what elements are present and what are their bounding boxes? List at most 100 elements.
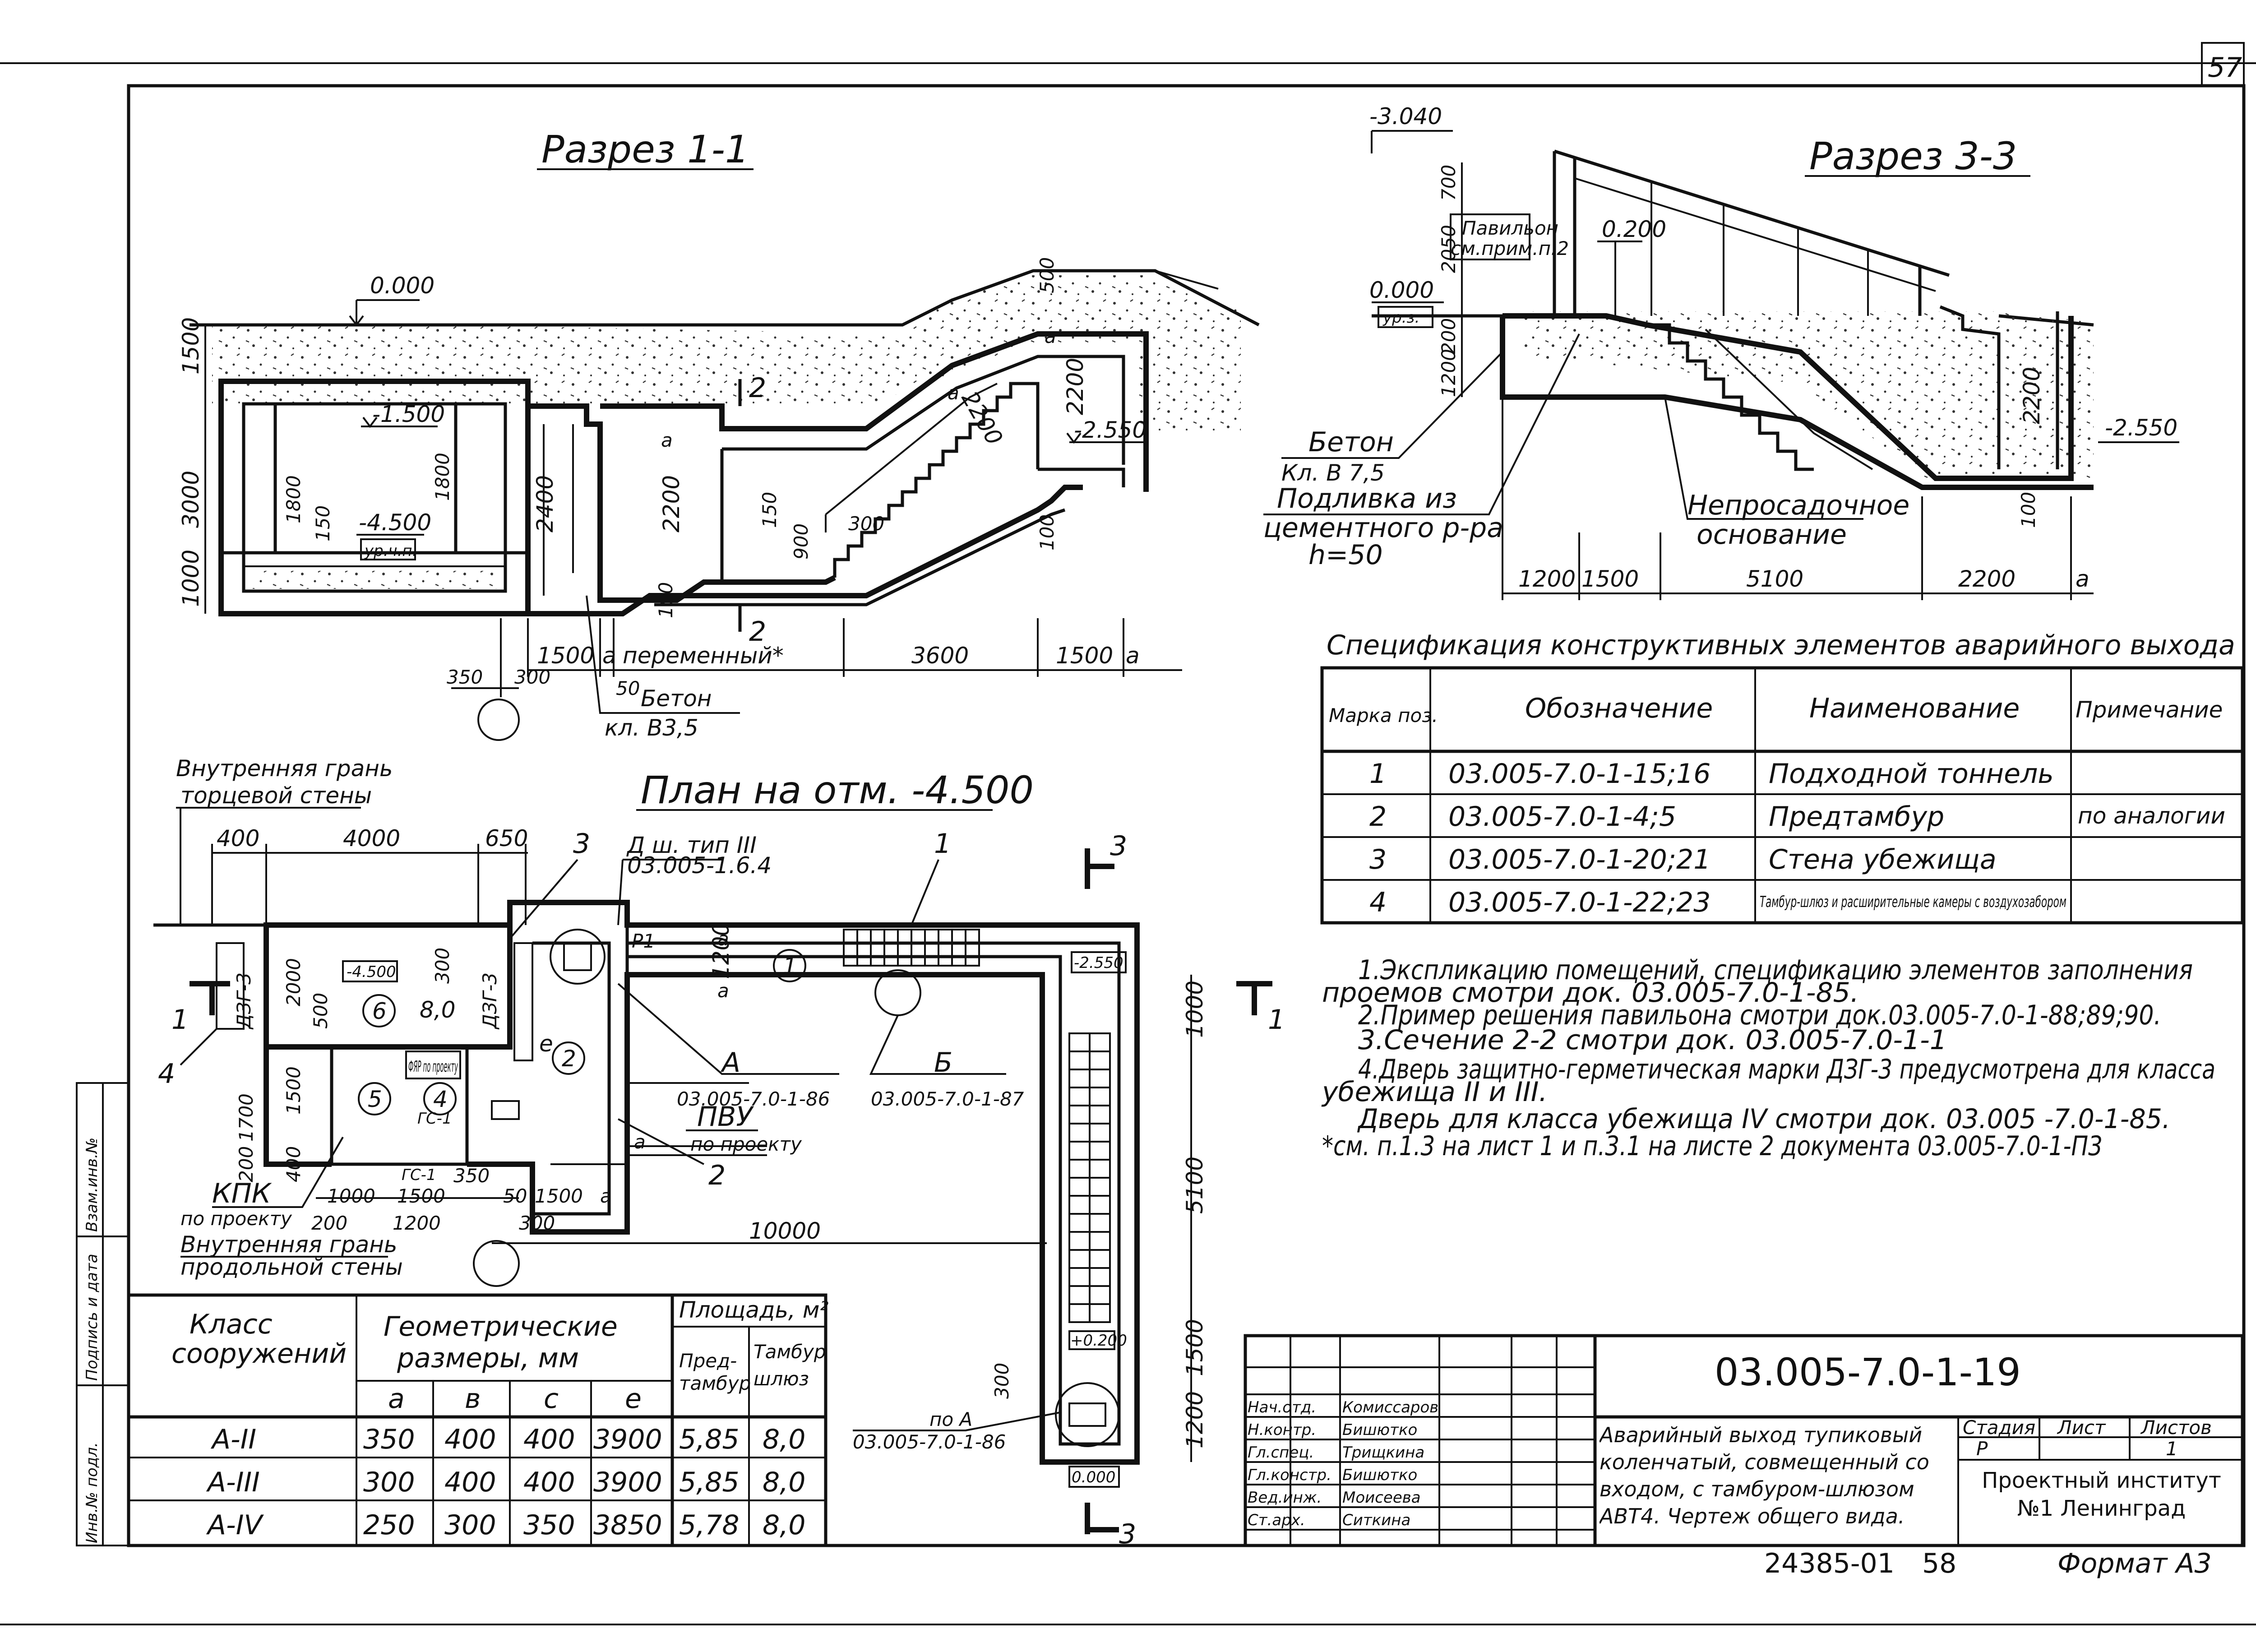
dim-b-1500-a: 1500 bbox=[537, 643, 594, 669]
plan-dim-400: 400 bbox=[217, 825, 259, 851]
plan-in-300: 300 bbox=[431, 948, 453, 984]
plan-l-1700: 1700 bbox=[235, 1093, 257, 1142]
spec-r1-name: Подходной тоннель bbox=[1769, 758, 2054, 790]
note-1a: 1.Экспликацию помещений, спецификацию эл… bbox=[1358, 954, 2193, 986]
door-dzg3-2: ДЗГ-3 bbox=[479, 972, 501, 1030]
level-m3040: -3.040 bbox=[1369, 103, 1442, 130]
side-stamp: Инв.№ подл. Подпись и дата Взам.инв.№ bbox=[76, 1082, 129, 1546]
room-5: 5 bbox=[368, 1086, 382, 1112]
gt-r2-b: 400 bbox=[444, 1467, 496, 1498]
plan-l-400: 400 bbox=[282, 1146, 305, 1182]
callout-b-ref: 03.005-7.0-1-87 bbox=[871, 1088, 1024, 1110]
door-dzg3-1: ДЗГ-3 bbox=[233, 972, 255, 1030]
level-m2550-1-1: -2.550 bbox=[1074, 417, 1146, 443]
plan-in-2000: 2000 bbox=[282, 958, 305, 1006]
inner-end-1: Внутренняя грань bbox=[176, 755, 393, 782]
equip-gs1-a: ГС-1 bbox=[417, 1110, 452, 1128]
dim-3000: 3000 bbox=[178, 471, 204, 528]
room-1: 1 bbox=[783, 953, 797, 979]
concrete3-class: Кл. В 7,5 bbox=[1281, 460, 1385, 486]
level-m1500: -1.500 bbox=[372, 401, 445, 427]
dim3-2200: 2200 bbox=[2019, 367, 2045, 424]
tunnel-walls bbox=[528, 331, 1149, 616]
gt-h-class-2: сооружений bbox=[171, 1338, 347, 1370]
label-300: 300 bbox=[848, 513, 884, 535]
gt-r2-a: 300 bbox=[363, 1467, 415, 1498]
chamber-walls bbox=[218, 379, 531, 616]
sheet-title: Аварийный выход тупиковый коленчатый, со… bbox=[1600, 1423, 1929, 1528]
level-m4500: -4.500 bbox=[359, 509, 431, 536]
gt-r1-c: 400 bbox=[523, 1424, 575, 1455]
sig-role-1: Нач.отд. bbox=[1248, 1398, 1316, 1416]
gt-r1-b: 400 bbox=[444, 1424, 496, 1455]
callouts-3-3: Бетон Кл. В 7,5 Подливка из цементного р… bbox=[1263, 333, 1909, 571]
gt-r3-class: А-IV bbox=[206, 1509, 264, 1541]
gt-r3-c: 350 bbox=[523, 1509, 575, 1541]
leader-2: 2 bbox=[708, 1160, 726, 1191]
level-urchp: ур.ч.п. bbox=[364, 542, 417, 560]
dim-900: 900 bbox=[790, 523, 812, 560]
notes: 1.Экспликацию помещений, спецификацию эл… bbox=[1321, 954, 2215, 1162]
note-4a: 4.Дверь защитно-герметическая марки ДЗГ-… bbox=[1358, 1054, 2215, 1085]
po-a-ref: 03.005-7.0-1-86 bbox=[853, 1431, 1006, 1453]
equip-gs1-b: ГС-1 bbox=[402, 1166, 436, 1184]
dim-b-a-2: а bbox=[1126, 643, 1140, 669]
levels-1-1: 0.000 -1.500 -4.500 ур.ч.п. -2.550 bbox=[349, 273, 1146, 560]
dim-b-350: 350 bbox=[447, 666, 483, 688]
sheet-label: Лист bbox=[2057, 1416, 2106, 1439]
level-0200: 0.200 bbox=[1602, 216, 1666, 242]
dim-1500: 1500 bbox=[178, 317, 204, 375]
dim3-b-1500: 1500 bbox=[1581, 566, 1639, 592]
dim3-b-a: а bbox=[2076, 566, 2090, 592]
dim-1800-b: 1800 bbox=[431, 453, 453, 501]
note-4c: Дверь для класса убежища IV смотри док. … bbox=[1357, 1103, 2170, 1135]
plan-b-10000: 10000 bbox=[749, 1218, 821, 1244]
spec-h-mark: Марка поз. bbox=[1329, 704, 1438, 727]
plan-in-500: 500 bbox=[310, 993, 332, 1029]
door-ref: 03.005-1.6.4 bbox=[627, 852, 772, 879]
gt-row-1: А-II 350 400 400 3900 5,85 8,0 bbox=[210, 1424, 805, 1455]
spec-r2-name: Предтамбур bbox=[1769, 801, 1944, 833]
gt-h-geom-1: Геометрические bbox=[384, 1311, 618, 1342]
concrete-callout-1-1: Бетон кл. В3,5 bbox=[586, 595, 740, 741]
note-2: 2.Пример решения павильона смотри док.03… bbox=[1358, 1000, 2161, 1031]
sig-name-6: Ситкина bbox=[1342, 1511, 1410, 1529]
plan-stairs-horizontal bbox=[843, 929, 980, 967]
gt-h-tam-1: Тамбур bbox=[754, 1341, 826, 1363]
gt-h-area: Площадь, м² bbox=[679, 1297, 828, 1323]
plan-lvl-p0200: +0.200 bbox=[1070, 1332, 1127, 1350]
plan-b-200: 200 bbox=[311, 1212, 347, 1234]
spec-r1-code: 03.005-7.0-1-15;16 bbox=[1448, 758, 1710, 790]
side-stamp-inv-orig: Инв.№ подл. bbox=[83, 1442, 101, 1543]
sig-name-1: Комиссаров bbox=[1342, 1398, 1438, 1416]
stage-label: Стадия bbox=[1963, 1416, 2035, 1439]
gt-r2-e: 3900 bbox=[593, 1467, 662, 1498]
pavilion-label: Павильон bbox=[1462, 217, 1558, 239]
soil-fill bbox=[212, 275, 1241, 433]
pvu-ref: по проекту bbox=[690, 1133, 802, 1155]
gt-h-pre-2: тамбур bbox=[679, 1372, 751, 1394]
organization: Проектный институт №1 Ленинград bbox=[1982, 1468, 2221, 1521]
plan-r-1200: 1200 bbox=[1182, 1391, 1208, 1448]
plan-title: План на отм. -4.500 bbox=[641, 768, 1034, 812]
po-a-label: по А bbox=[929, 1408, 972, 1430]
sig-role-5: Вед.инж. bbox=[1248, 1489, 1322, 1507]
archive-page: 58 bbox=[1922, 1548, 1956, 1579]
label-a-1: a bbox=[661, 429, 673, 451]
gt-r1-class: А-II bbox=[210, 1424, 256, 1455]
concrete-class: кл. В3,5 bbox=[605, 715, 698, 741]
gt-col-c: с bbox=[544, 1383, 559, 1415]
spec-row-4: 4 03.005-7.0-1-22;23 Тамбур-шлюз и расши… bbox=[1369, 887, 2066, 918]
note-4b: убежища II и III. bbox=[1321, 1076, 1548, 1108]
dim-b-1500-b: 1500 bbox=[1056, 643, 1113, 669]
gt-r3-b: 300 bbox=[444, 1509, 496, 1541]
section-1-1: Разрез 1-1 bbox=[178, 127, 1260, 741]
dim-b-variable: переменный* bbox=[623, 643, 784, 669]
plan-r-1500: 1500 bbox=[1182, 1319, 1208, 1376]
door-type: Д ш. тип III bbox=[626, 832, 757, 858]
dims-vert-3-3: 700 2050 200 1200 2200 100 bbox=[1438, 162, 2045, 528]
plan-lvl-area: 8,0 bbox=[420, 997, 456, 1023]
cut-2-top: 2 bbox=[749, 372, 766, 404]
callout-a-letter: А bbox=[720, 1047, 740, 1078]
